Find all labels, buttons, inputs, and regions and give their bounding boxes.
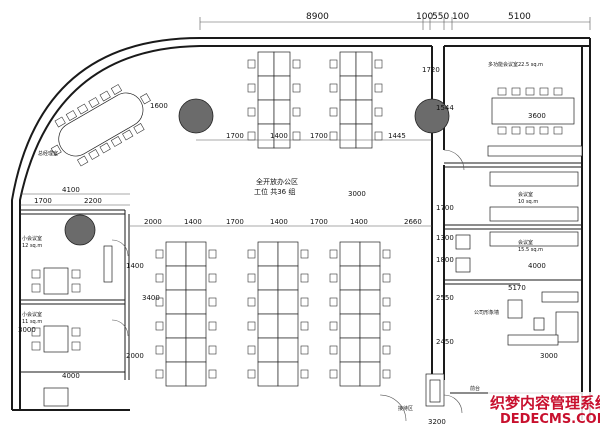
watermark-line1: 织梦内容管理系统 [490, 394, 600, 412]
watermark: 织梦内容管理系统 DEDECMS.COM [488, 392, 600, 426]
dim-2000: 2000 [144, 218, 162, 226]
dim-top-100a: 100 [416, 12, 433, 22]
dim-top-8900: 8900 [306, 12, 329, 22]
dim-top-100b: 100 [452, 12, 469, 22]
open-office-label: 全开放办公区 工位 共36 组 [254, 177, 298, 196]
top-dimension-line: 8900 100 550 100 5100 [199, 12, 591, 30]
meeting-room-a: 会议室 10 sq.m [489, 171, 579, 222]
label-meeting-b: 会议室 [518, 239, 533, 246]
dim-1445: 1445 [388, 132, 406, 140]
dim-3400: 3400 [142, 294, 160, 302]
label-open-office: 全开放办公区 [256, 177, 298, 186]
dim-1700-a: 1700 [226, 132, 244, 140]
label-meeting-a: 会议室 [518, 191, 533, 198]
conference-table: 总经理室 [38, 84, 151, 167]
small-meeting-room-2: 小会议室 11 sq.m [22, 311, 81, 407]
label-meeting-large: 多功能会议室 [488, 61, 518, 68]
dim-1400-v: 1400 [126, 262, 144, 270]
dim-1700-e: 1700 [310, 218, 328, 226]
dim-1400-a: 1400 [270, 132, 288, 140]
ws-cluster-top-2 [329, 51, 383, 149]
label-meeting-large-area: 22.5 sq.m [518, 62, 543, 68]
dim-1400-d: 1400 [350, 218, 368, 226]
dim-top-550: 550 [432, 12, 449, 22]
dim-1400-c: 1400 [270, 218, 288, 226]
dim-1700-b: 1700 [310, 132, 328, 140]
dim-1700-c: 1700 [34, 197, 52, 205]
label-small-meeting: 小会议室 [22, 235, 42, 242]
meeting-room-b: 会议室 15.5 sq.m [455, 231, 579, 273]
dim-1700-d: 1700 [226, 218, 244, 226]
small-meeting-room-1: 小会议室 12 sq.m [22, 235, 113, 295]
reception-area: 公司形象墙 前台 接待区 [398, 291, 582, 412]
label-pantry: 公司形象墙 [474, 309, 499, 316]
label-small-meeting-area: 12 sq.m [22, 243, 42, 249]
dim-2450: 2450 [436, 338, 454, 346]
label-small-meeting2: 小会议室 [22, 311, 42, 318]
dim-1544: 1544 [436, 104, 454, 112]
label-front: 前台 [470, 385, 480, 392]
label-meeting-a-area: 10 sq.m [518, 199, 538, 205]
workstations-bottom [155, 241, 391, 387]
dim-3000-b: 3000 [18, 326, 36, 334]
dim-1720: 1720 [422, 66, 440, 74]
dim-1800: 1800 [436, 256, 454, 264]
columns [64, 98, 450, 246]
dim-2660: 2660 [404, 218, 422, 226]
ws-cluster-bottom-1 [155, 241, 217, 387]
meeting-room-large: 多功能会议室 22.5 sq.m [487, 61, 583, 157]
dim-5170: 5170 [508, 284, 526, 292]
label-open-office-count: 工位 共36 组 [254, 187, 295, 196]
ws-cluster-bottom-2 [247, 241, 309, 387]
dim-2200: 2200 [84, 197, 102, 205]
dim-1700-v: 1700 [436, 204, 454, 212]
dim-3000-v: 3000 [348, 190, 366, 198]
dim-4100: 4100 [62, 186, 80, 194]
dim-1600: 1600 [150, 102, 168, 110]
column-1 [178, 98, 214, 134]
label-reception: 接待区 [398, 405, 413, 412]
ws-cluster-top-1 [247, 51, 301, 149]
dim-2000-v: 2000 [126, 352, 144, 360]
dim-3600: 3600 [528, 112, 546, 120]
dim-2550: 2550 [436, 294, 454, 302]
dim-4000-b: 4000 [62, 372, 80, 380]
column-2 [414, 98, 450, 134]
label-meeting-b-area: 15.5 sq.m [518, 247, 543, 253]
dim-4000-a: 4000 [528, 262, 546, 270]
label-small-meeting2-area: 11 sq.m [22, 319, 42, 325]
partitions [20, 46, 582, 422]
label-boss: 总经理室 [38, 150, 58, 157]
inner-dimensions: 1700 1400 1700 1445 1600 3600 4100 1700 … [18, 66, 558, 426]
watermark-line2: DEDECMS.COM [500, 412, 600, 426]
dim-1400-b: 1400 [184, 218, 202, 226]
outer-walls [11, 37, 591, 420]
dim-1300: 1300 [436, 234, 454, 242]
dim-3000-h: 3000 [540, 352, 558, 360]
dim-top-5100: 5100 [508, 12, 531, 22]
column-3 [64, 214, 96, 246]
ws-cluster-bottom-3 [329, 241, 391, 387]
dim-3200: 3200 [428, 418, 446, 426]
